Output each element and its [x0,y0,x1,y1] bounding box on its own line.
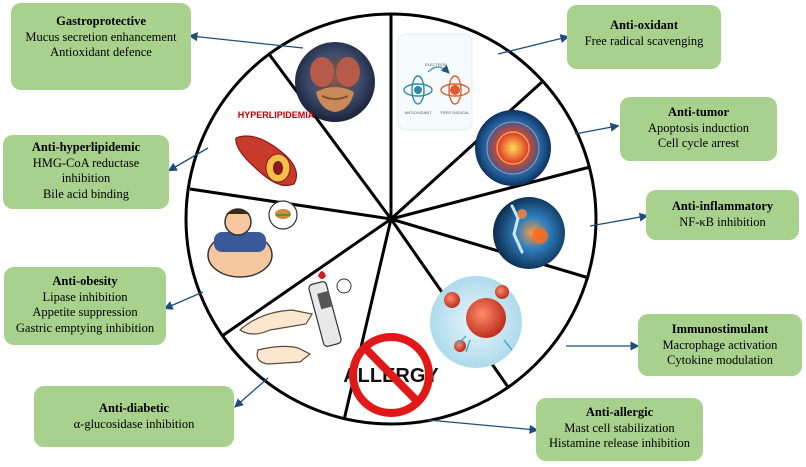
anti-hyperlipidemic-box: Anti-hyperlipidemic HMG-CoA reductase in… [3,135,169,209]
box-line: Cell cycle arrest [657,136,740,150]
anti-oxidant-box: Anti-oxidant Free radical scavenging [567,5,721,69]
anti-tumor-illustration [475,110,551,186]
box-line: Gastric emptying inhibition [15,320,155,335]
box-title: Anti-oxidant [609,18,679,32]
box-line: Apoptosis induction [647,120,750,135]
free-radical-label: FREE RADICAL [440,110,470,115]
wheel-spokes [189,14,591,421]
box-line: Histamine release inhibition [549,436,690,450]
anti-allergic-box: Anti-allergic Mast cell stabilization Hi… [536,398,703,461]
anti-hyperlipidemic-illustration: HYPERLIPIDEMIA [235,110,315,187]
hyperlipidemia-label: HYPERLIPIDEMIA [238,110,315,120]
arrow-anti-oxidant [497,34,570,55]
gastroprotective-box: Gastroprotective Mucus secretion enhance… [11,3,191,90]
box-line: α-glucosidase inhibition [73,416,195,431]
box-title: Anti-tumor [667,105,730,119]
arrow-anti-diabetic [234,377,269,408]
anti-diabetic-box: Anti-diabetic α-glucosidase inhibition [34,386,234,447]
anti-allergic-illustration: ALLERGY [343,333,439,417]
box-line: inhibition [61,171,111,185]
box-line: Antioxidant defence [50,45,152,59]
box-line: Lipase inhibition [42,289,128,304]
box-title: Anti-inflammatory [671,199,774,213]
box-title: Anti-obesity [52,274,118,288]
arrow-anti-hyperlipidemic [167,147,209,172]
gastroprotective-illustration [295,42,375,122]
box-title: Anti-hyperlipidemic [31,140,141,154]
box-line: Bile acid binding [42,186,130,201]
prohibition-icon [349,333,433,417]
anti-obesity-box: Anti-obesity Lipase inhibition Appetite … [4,267,166,345]
anti-diabetic-illustration [239,271,352,365]
arrow-anti-tumor [574,122,620,135]
arrow-anti-allergic [427,419,539,434]
anti-tumor-box: Anti-tumor Apoptosis induction Cell cycl… [620,97,777,161]
arrow-anti-obesity [163,291,204,310]
box-line: Cytokine modulation [667,353,773,367]
anti-inflammatory-box: Anti-inflammatory NF-κB inhibition [646,190,799,240]
connector-arrows [163,32,649,434]
immunostimulant-illustration [430,276,522,368]
box-line: Appetite suppression [32,305,138,319]
anti-obesity-illustration [207,200,298,278]
anti-inflammatory-illustration [493,197,565,269]
box-line: Mast cell stabilization [564,420,675,435]
antioxidant-label: ANTIOXIDANT [405,110,432,115]
arrow-gastroprotective [188,32,304,49]
arrow-anti-inflammatory [589,212,649,227]
box-title: Anti-allergic [585,405,654,419]
box-line: Macrophage activation [662,337,778,352]
anti-oxidant-illustration: ELECTRON ANTIOXIDANT FREE RADICAL [397,33,473,131]
box-line: NF-κB inhibition [679,214,766,229]
box-line: HMG-CoA reductase [32,155,140,170]
box-line: Free radical scavenging [584,33,704,48]
box-title: Immunostimulant [671,322,769,336]
box-title: Anti-diabetic [98,401,170,415]
electron-label: ELECTRON [425,62,447,67]
immunostimulant-box: Immunostimulant Macrophage activation Cy… [638,314,802,376]
box-title: Gastroprotective [56,14,146,28]
box-line: Mucus secretion enhancement [25,29,177,44]
